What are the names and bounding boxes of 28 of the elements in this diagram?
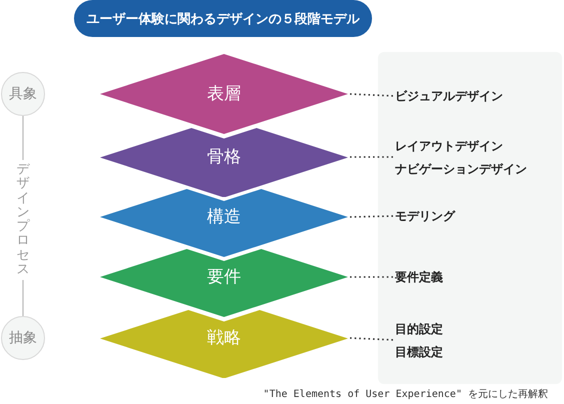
layer-label: 骨格: [206, 146, 242, 168]
design-task-text: レイアウトデザイン: [395, 138, 504, 154]
layer-diamond: [100, 310, 348, 378]
connector-dotted-line: [350, 276, 395, 278]
design-task-text: ナビゲーションデザイン: [395, 160, 528, 176]
layer-label: 戦略: [206, 327, 242, 349]
connector-dotted-line: [350, 93, 396, 97]
layer-diamond: [100, 189, 348, 257]
connector-dotted-line: [350, 156, 395, 158]
connector-dotted-line: [350, 337, 396, 341]
design-task-text: ビジュアルデザイン: [395, 88, 504, 104]
scale-circle: 抽象: [1, 316, 45, 360]
source-caption: "The Elements of User Experience" を元にした再解釈: [263, 388, 548, 401]
layer-label: 構造: [206, 206, 242, 228]
layer-diamond: [100, 128, 348, 197]
layer-label: 表層: [206, 83, 242, 105]
design-task-text: 目的設定: [395, 320, 444, 336]
design-task-text: モデリング: [395, 208, 456, 224]
title-banner: ユーザー体験に関わるデザインの５段階モデル: [74, 0, 372, 37]
edge-label: デザインプロセス: [15, 160, 31, 280]
layer-diamond: [100, 249, 348, 317]
connector-dotted-line: [350, 215, 396, 218]
description-panel: [378, 52, 562, 384]
layer-label: 要件: [206, 266, 242, 288]
layer-diamond: [100, 54, 348, 134]
design-task-text: 要件定義: [395, 269, 444, 285]
design-task-text: 目標設定: [395, 344, 444, 360]
scale-circle: 具象: [1, 72, 45, 116]
